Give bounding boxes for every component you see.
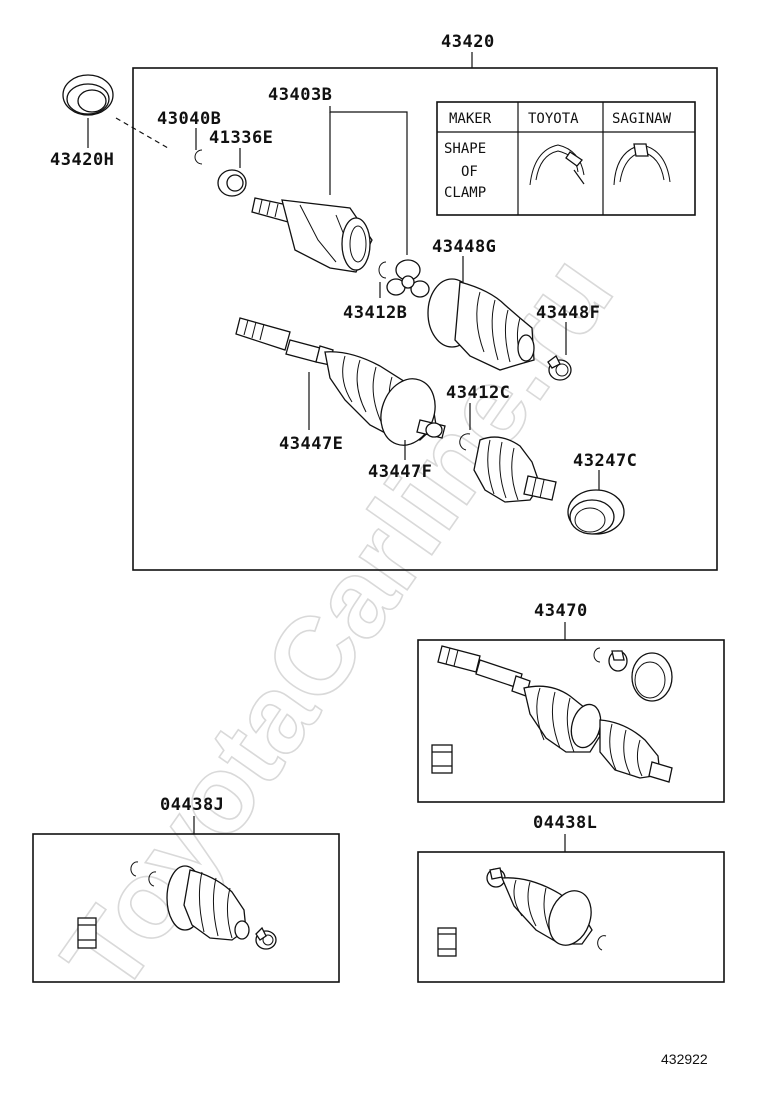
kit-04438j-frame <box>32 833 340 983</box>
clamp-table: MAKER TOYOTA SAGINAW SHAPE OF CLAMP <box>436 101 696 216</box>
kit-43470: 43470 <box>417 601 725 803</box>
table-header-saginaw: SAGINAW <box>612 111 672 127</box>
main-assembly-frame <box>132 67 718 571</box>
part-43040b: 43040B <box>157 109 221 165</box>
part-43420h: 43420H <box>50 74 169 170</box>
table-row-shape: SHAPE <box>444 141 486 157</box>
label-43470[interactable]: 43470 <box>534 601 588 621</box>
part-43403b: 43403B <box>251 85 430 298</box>
label-43420h[interactable]: 43420H <box>50 150 114 170</box>
kit-04438l: 04438L <box>417 813 725 983</box>
part-43412b: 43412B <box>343 261 407 323</box>
table-header-maker: MAKER <box>449 111 492 127</box>
grease-tube-icon <box>437 927 457 957</box>
footer-code: 432922 <box>661 1051 708 1067</box>
label-43420[interactable]: 43420 <box>441 32 495 52</box>
label-43448f[interactable]: 43448F <box>536 303 600 323</box>
label-41336e[interactable]: 41336E <box>209 128 273 148</box>
kit-43470-frame <box>417 639 725 803</box>
label-04438l[interactable]: 04438L <box>533 813 597 833</box>
table-row-of: OF <box>461 164 478 180</box>
grease-tube-icon <box>77 917 97 949</box>
part-43448g: 43448G <box>427 237 535 371</box>
saginaw-clamp-icon <box>613 143 671 186</box>
part-43247c: 43247C <box>567 451 637 535</box>
label-04438j[interactable]: 04438J <box>160 795 224 815</box>
toyota-clamp-icon <box>529 144 585 186</box>
part-43448f: 43448F <box>536 303 600 381</box>
part-43412c: 43412C <box>446 383 510 451</box>
label-43412c[interactable]: 43412C <box>446 383 510 403</box>
table-row-clamp: CLAMP <box>444 185 486 201</box>
label-43247c[interactable]: 43247C <box>573 451 637 471</box>
kit-04438j: 04438J <box>32 795 340 983</box>
grease-tube-icon <box>431 744 453 774</box>
label-43040b[interactable]: 43040B <box>157 109 221 129</box>
label-43447e[interactable]: 43447E <box>279 434 343 454</box>
part-41336e: 41336E <box>209 128 273 197</box>
label-43412b[interactable]: 43412B <box>343 303 407 323</box>
label-43403b[interactable]: 43403B <box>268 85 332 105</box>
part-shaft-outboard: 43447E 43447F <box>235 317 446 482</box>
main-assembly: 43420 43420H 43040B 41336E 43403B <box>50 32 718 571</box>
table-header-toyota: TOYOTA <box>528 111 579 127</box>
label-43447f[interactable]: 43447F <box>368 462 432 482</box>
kit-04438l-frame <box>417 851 725 983</box>
part-outboard-boot <box>473 436 557 503</box>
label-43448g[interactable]: 43448G <box>432 237 496 257</box>
